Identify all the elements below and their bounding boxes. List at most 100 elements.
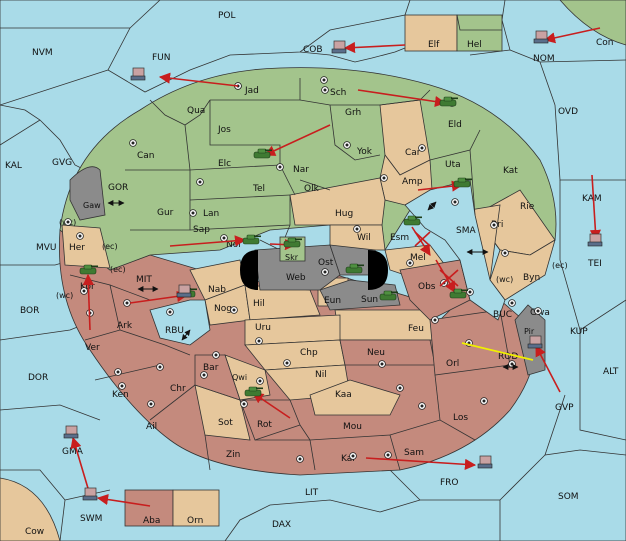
label-NOM: NOM — [533, 54, 555, 64]
label-Gaw: Gaw — [83, 201, 101, 210]
inner-seas — [149, 179, 506, 346]
label-DAX: DAX — [272, 520, 291, 530]
supply-center-icon — [80, 287, 88, 295]
supply-center-icon — [534, 307, 542, 315]
label-DOR: DOR — [28, 373, 48, 383]
supply-center-icon — [353, 225, 361, 233]
supply-center-icon — [200, 371, 208, 379]
supply-center-icon — [64, 218, 72, 226]
label-GVP: GVP — [555, 403, 574, 413]
label-Esm: Esm — [390, 233, 409, 243]
supply-center-icon — [418, 402, 426, 410]
label-Sam: Sam — [404, 448, 424, 458]
label-Cow: Cow — [25, 527, 44, 537]
label-Hug: Hug — [335, 209, 353, 219]
region-Sun[interactable] — [319, 279, 401, 311]
supply-center-icon — [255, 337, 263, 345]
fleet-icon[interactable] — [533, 30, 549, 44]
region-Neu[interactable] — [339, 339, 436, 366]
label-Nab: Nab — [208, 285, 226, 295]
region-Her[interactable] — [61, 224, 111, 269]
fleet-icon[interactable] — [130, 67, 146, 81]
label-ROD: ROD — [498, 352, 518, 362]
label-Grh: Grh — [345, 108, 361, 118]
supply-center-icon — [451, 198, 459, 206]
region-RBU[interactable] — [149, 299, 211, 346]
label-Ver: Ver — [85, 343, 100, 353]
supply-center-icon — [129, 139, 137, 147]
label-Orl: Orl — [446, 359, 459, 369]
label-Sch: Sch — [330, 88, 346, 98]
supply-center-icon — [220, 234, 228, 242]
label-Eun: Eun — [324, 296, 341, 306]
region-Kaa[interactable] — [309, 379, 401, 416]
label-Orn: Orn — [187, 516, 203, 526]
region-Hug[interactable] — [289, 177, 386, 226]
fleet-icon[interactable] — [176, 284, 192, 298]
support-line — [461, 342, 534, 361]
label-COB: COB — [303, 45, 323, 55]
region-Hel[interactable] — [456, 14, 503, 52]
order-arrows — [70, 27, 601, 507]
fleet-icon[interactable] — [527, 335, 543, 349]
supply-center-icon — [240, 400, 248, 408]
label-KAL: KAL — [5, 161, 22, 171]
supply-center-icon — [321, 86, 329, 94]
label-GMA: GMA — [62, 447, 84, 457]
label-Elf: Elf — [428, 40, 440, 50]
fleet-icon[interactable] — [587, 233, 603, 247]
label-BOR: BOR — [20, 306, 39, 316]
region-Cow[interactable] — [0, 477, 61, 541]
fleet-icon[interactable] — [331, 40, 347, 54]
label-Hel: Hel — [467, 40, 482, 50]
label-Ark: Ark — [117, 321, 133, 331]
supply-center-icon — [166, 308, 174, 316]
label-Nar: Nar — [293, 165, 309, 175]
supply-center-icon — [196, 178, 204, 186]
label-Obs: Obs — [418, 282, 436, 292]
supply-center-icon — [480, 397, 488, 405]
label-TEI: TEI — [587, 259, 602, 269]
supply-center-icon — [343, 141, 351, 149]
region-Web[interactable] — [254, 244, 341, 291]
label-Uru: Uru — [255, 323, 271, 333]
label-Kaa: Kaa — [335, 390, 352, 400]
label-Byn-ec: (ec) — [552, 261, 568, 270]
label-Sap: Sap — [193, 225, 210, 235]
region-Gaw[interactable] — [69, 166, 106, 221]
label-ALT: ALT — [603, 367, 619, 377]
label-NVM: NVM — [32, 48, 53, 58]
label-Her-ec: (ec) — [102, 242, 118, 251]
label-Mel: Mel — [410, 253, 426, 263]
label-KAM: KAM — [582, 194, 602, 204]
label-Kat: Kat — [503, 166, 518, 176]
fleet-icon[interactable] — [82, 487, 98, 501]
label-Lan: Lan — [203, 209, 219, 219]
fleet-icon[interactable] — [63, 425, 79, 439]
region-Orn[interactable] — [172, 489, 220, 527]
fleet-icon[interactable] — [477, 455, 493, 469]
label-Kor: Kor — [80, 282, 95, 292]
label-Hil: Hil — [253, 299, 265, 309]
label-OVD: OVD — [558, 107, 578, 117]
supply-center-icon — [123, 299, 131, 307]
supply-center-icon — [384, 451, 392, 459]
label-Kor-wc: (wc) — [56, 291, 73, 300]
label-Eld: Eld — [448, 120, 462, 130]
region-Elf[interactable] — [404, 14, 458, 52]
label-POL: POL — [218, 11, 236, 21]
supply-center-icon — [256, 377, 264, 385]
label-Web: Web — [286, 273, 306, 283]
supply-center-icon — [114, 368, 122, 376]
failed-order-icon — [414, 231, 431, 247]
supply-center-icon — [349, 452, 357, 460]
label-Zin: Zin — [226, 450, 240, 460]
convoy-arrows — [107, 200, 519, 370]
label-Can: Can — [137, 151, 155, 161]
supply-center-icon — [406, 259, 414, 267]
label-Rie: Rie — [520, 202, 535, 212]
supply-center-icon — [276, 163, 284, 171]
supply-center-icon — [396, 384, 404, 392]
